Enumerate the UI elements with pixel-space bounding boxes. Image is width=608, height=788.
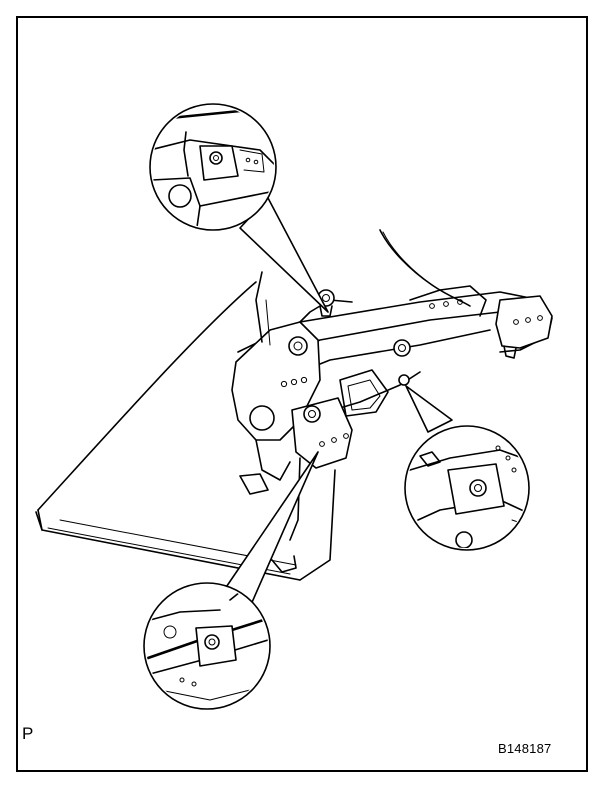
- nut-lower: [303, 405, 321, 423]
- figure-id: B148187: [498, 741, 552, 756]
- bolt-right: [398, 374, 410, 386]
- door-glass: [35, 281, 336, 581]
- leader-wedges: [215, 197, 453, 617]
- callout-upper-nut: [149, 103, 277, 231]
- callout-lower-nut: [143, 582, 271, 710]
- nut-middle: [393, 339, 411, 357]
- callout-right-nut: [404, 425, 530, 551]
- regulator-cable: [379, 229, 471, 307]
- corner-label: P: [22, 724, 34, 743]
